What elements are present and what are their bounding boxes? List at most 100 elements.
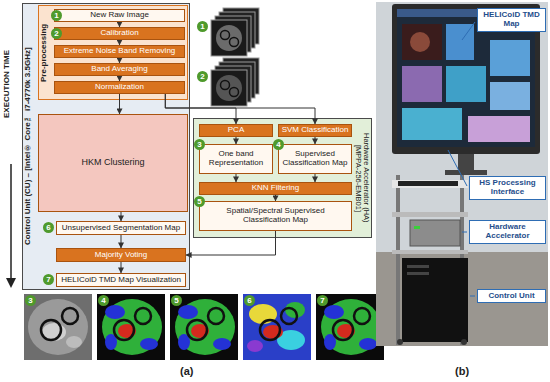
box-text: New Raw Image <box>55 11 184 20</box>
process-box: Band Averaging <box>54 63 185 76</box>
box-text: Band Averaging <box>55 65 184 74</box>
process-box: Extreme Noise Band Removing <box>54 45 185 58</box>
panel-title: Hardware Accelerator (HA) [MPPA-256-EMB0… <box>354 120 371 236</box>
leader-line <box>448 22 475 296</box>
system-photo <box>446 66 486 102</box>
box-text: SVM Classification <box>279 126 351 135</box>
system-photo <box>410 220 460 246</box>
flow-arrow <box>119 76 120 81</box>
axis-label: EXECUTION TIME <box>3 8 12 160</box>
system-photo <box>392 212 468 217</box>
box-text: Supervised Classification Map <box>279 150 351 168</box>
panel-label: (a) <box>180 365 193 377</box>
flow-arrow <box>119 22 120 27</box>
system-photo <box>407 272 429 275</box>
map-box: Supervised Classification Map <box>278 144 352 174</box>
system-photo <box>410 32 430 52</box>
photo-label-box: HS Processing Interface <box>469 176 546 200</box>
classification-map-image <box>97 294 165 360</box>
system-photo <box>461 339 467 345</box>
box-text: One band Representation <box>200 150 272 168</box>
flow-arrow <box>119 40 120 45</box>
box-text: Hardware Accelerator <box>470 223 545 241</box>
leader-line <box>448 150 467 186</box>
leader-line <box>470 296 475 297</box>
map-box: Spatial/Spectral Supervised Classificati… <box>199 201 352 231</box>
system-photo <box>402 258 468 342</box>
system-photo <box>376 2 548 346</box>
one-band-image <box>41 320 61 340</box>
callout-number: 4 <box>273 139 284 150</box>
raw-image-stack <box>221 31 230 40</box>
callout-number: 1 <box>51 10 62 21</box>
callout-number: 3 <box>194 139 205 150</box>
flow-arrow <box>165 94 315 124</box>
system-photo <box>392 250 468 254</box>
box-text: HS Processing Interface <box>470 179 545 197</box>
map-box: New Raw Image <box>54 9 185 22</box>
map-box: Unsupervised Segmentation Map <box>56 221 186 235</box>
clustering-box: HKM Clustering <box>38 114 188 212</box>
system-photo <box>397 339 403 345</box>
preprocessed-image-stack <box>230 88 239 97</box>
segmentation-map-image <box>247 340 263 352</box>
time-arrow <box>6 278 16 288</box>
photo-label-box: Hardware Accelerator <box>469 220 546 244</box>
panel-label: (b) <box>455 365 469 377</box>
one-band-image <box>66 336 82 348</box>
flow-arrow <box>315 137 316 144</box>
flow-arrow <box>236 174 237 182</box>
box-text: Control Unit <box>478 292 545 301</box>
callout-number: 6 <box>244 295 255 306</box>
box-text: Extreme Noise Band Removing <box>55 47 184 56</box>
system-photo <box>392 180 468 188</box>
map-box: HELICoiD TMD Map Visualization <box>56 273 186 287</box>
flow-arrow <box>121 212 122 221</box>
system-photo <box>402 24 442 60</box>
system-photo <box>458 154 474 172</box>
callout-number: 3 <box>25 295 36 306</box>
process-box: Majority Voting <box>56 248 186 262</box>
photo-label-box: HELICoiD TMD Map <box>477 8 546 32</box>
flow-arrow <box>315 174 316 182</box>
one-band-image <box>28 299 88 355</box>
system-photo <box>398 181 458 186</box>
callout-number: 2 <box>51 28 62 39</box>
preprocessed-image-stack <box>211 70 247 106</box>
system-photo <box>376 2 548 346</box>
system-photo <box>490 82 530 110</box>
preprocessed-image-stack <box>211 58 259 106</box>
process-box: Calibration <box>54 27 185 40</box>
preprocessed-image-stack <box>221 81 230 90</box>
box-text: PCA <box>200 126 272 135</box>
flow-arrow <box>186 231 276 255</box>
system-photo <box>468 116 530 142</box>
flow-arrow <box>121 235 122 248</box>
raw-image-stack <box>216 25 242 51</box>
one-band-image <box>24 294 92 360</box>
callout-number: 7 <box>317 295 328 306</box>
segmentation-map-image <box>281 308 297 324</box>
map-box: One band Representation <box>199 144 273 174</box>
system-photo <box>402 66 442 102</box>
process-box: Normalization <box>54 81 185 94</box>
callout-number: 5 <box>194 196 205 207</box>
flow-arrow <box>275 195 276 201</box>
box-text: KNN Filtering <box>200 184 351 193</box>
leader-line <box>462 22 475 40</box>
panel-title: Control Unit (CU) – [Intel® Core™ i7-477… <box>24 5 33 288</box>
callout-number: 5 <box>171 295 182 306</box>
box-text: Normalization <box>55 83 184 92</box>
box-text: Unsupervised Segmentation Map <box>57 224 185 233</box>
system-photo <box>445 170 487 175</box>
classification-map-image <box>170 294 238 360</box>
box-text: HELICoiD TMD Map Visualization <box>57 276 185 285</box>
raw-image-stack <box>211 8 259 56</box>
flow-arrow <box>119 58 120 63</box>
system-photo <box>402 108 462 140</box>
segmentation-map-image <box>243 294 311 360</box>
box-text: HELICoiD TMD Map <box>478 11 545 29</box>
process-box: SVM Classification <box>278 124 352 137</box>
callout-number: 1 <box>197 21 208 32</box>
